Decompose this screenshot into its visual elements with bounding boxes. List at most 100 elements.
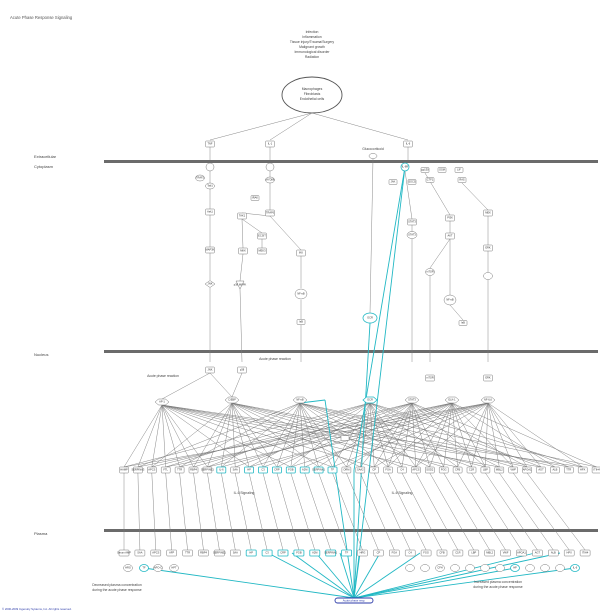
gene-nucleus-27-node[interactable]: MBL2: [494, 466, 505, 474]
gene-plasma-4-node[interactable]: TTR: [182, 549, 193, 557]
traf2-node[interactable]: TRAF2: [195, 174, 205, 182]
plasma-lower-left-2-node[interactable]: APO-C: [153, 564, 163, 572]
plasma-lower-left-3-node[interactable]: HPT: [169, 564, 179, 572]
nfkb-ikb-node[interactable]: NF-κB: [294, 288, 308, 300]
gene-plasma-15-node[interactable]: HRG: [357, 549, 368, 557]
jnk-n-node[interactable]: JNK: [205, 366, 215, 374]
myd88-node[interactable]: MYD88: [265, 176, 275, 184]
gene-plasma-11-node[interactable]: FGB: [293, 549, 305, 557]
gene-nucleus-29-node[interactable]: APOA1: [522, 466, 532, 474]
nfkb-2-node[interactable]: NF-κB: [443, 294, 457, 306]
ecsit-node[interactable]: ECSIT: [257, 232, 267, 240]
gene-plasma-22-node[interactable]: LBP: [468, 549, 480, 557]
gp130-node[interactable]: gp130: [420, 167, 430, 173]
osm-node[interactable]: OSM: [437, 167, 447, 173]
gene-plasma-1-node[interactable]: SAA: [134, 549, 146, 557]
elk-node[interactable]: ELK-1: [444, 396, 460, 404]
gene-plasma-5-node[interactable]: RBP4: [198, 549, 209, 557]
gene-plasma-23-node[interactable]: MBL2: [484, 549, 495, 557]
gene-plasma-14-node[interactable]: TF: [341, 549, 353, 557]
plasma-lower-left-1-node[interactable]: TF: [139, 564, 149, 572]
gene-nucleus-12-node[interactable]: FGB: [285, 466, 296, 474]
gene-plasma-17-node[interactable]: FGA: [389, 549, 400, 557]
mtor-n-node[interactable]: mTOR: [425, 374, 435, 382]
plasma-lower-right-3-node[interactable]: [450, 564, 460, 572]
gene-plasma-13-node[interactable]: SERPINA1: [324, 549, 338, 557]
stat3-n-node[interactable]: STAT3: [404, 396, 420, 404]
map3k-node[interactable]: MAP3K: [205, 246, 215, 254]
tnf-node[interactable]: TNF: [205, 140, 215, 148]
jnk-node[interactable]: JNK: [204, 280, 216, 288]
gene-plasma-7-node[interactable]: SAA: [230, 549, 241, 557]
nucleus-small-node-node[interactable]: [340, 435, 350, 441]
ctf1-node[interactable]: CTF1: [425, 177, 435, 183]
gene-plasma-29-node[interactable]: ITIH4: [579, 549, 591, 557]
mtor-node[interactable]: mTOR: [425, 268, 435, 276]
irak-node[interactable]: IRAK: [250, 195, 260, 201]
socs-node[interactable]: SOCS: [407, 179, 417, 185]
ikb-2-node[interactable]: IκB: [458, 320, 468, 326]
gene-nucleus-25-node[interactable]: C1R: [466, 466, 477, 474]
gene-nucleus-26-node[interactable]: LBP: [480, 466, 491, 474]
tnf-receptor-node[interactable]: [205, 162, 215, 172]
plasma-lower-left-0-node[interactable]: HRG: [123, 564, 133, 572]
gene-plasma-0-node[interactable]: Serum AMP: [117, 549, 131, 557]
mek3-node[interactable]: MEK3: [257, 247, 267, 255]
gene-nucleus-3-node[interactable]: FTL: [160, 466, 171, 474]
glucocorticoid-ligand-node[interactable]: [368, 153, 378, 159]
gene-nucleus-28-node[interactable]: VWF: [508, 466, 518, 474]
gene-nucleus-24-node[interactable]: CFB: [452, 466, 463, 474]
gene-plasma-19-node[interactable]: FGG: [420, 549, 432, 557]
plasma-lower-right-6-node[interactable]: [495, 564, 505, 572]
gene-nucleus-14-node[interactable]: SERPINA1: [312, 466, 326, 474]
p38-n-node[interactable]: p38: [237, 366, 247, 374]
nfil6-node[interactable]: NF-IL6: [480, 396, 496, 404]
gene-plasma-3-node[interactable]: AFP: [166, 549, 177, 557]
plasma-lower-right-8-node[interactable]: [525, 564, 535, 572]
plasma-lower-right-7-node[interactable]: HP: [510, 564, 520, 572]
mek-node[interactable]: MEK: [483, 209, 493, 217]
jak-node[interactable]: JAK: [388, 179, 398, 185]
gene-nucleus-4-node[interactable]: TTR: [174, 466, 185, 474]
gcr-n-node[interactable]: GCR: [362, 396, 378, 404]
gene-plasma-8-node[interactable]: HP: [245, 549, 257, 557]
gene-nucleus-2-node[interactable]: APCS: [147, 466, 157, 474]
gene-nucleus-11-node[interactable]: CRP: [271, 466, 282, 474]
gene-nucleus-7-node[interactable]: IL-6: [216, 466, 227, 474]
p38-mapk-node[interactable]: p38 MAPK: [234, 280, 247, 290]
gene-plasma-18-node[interactable]: C4: [404, 549, 416, 557]
gene-nucleus-18-node[interactable]: CP: [369, 466, 379, 474]
plasma-lower-right-4-node[interactable]: [465, 564, 475, 572]
akt-node[interactable]: AKT: [445, 232, 455, 240]
il6-node[interactable]: IL-6: [403, 140, 413, 148]
acute-phase-response-node[interactable]: [334, 597, 374, 604]
tab1-node[interactable]: Tab1: [205, 182, 215, 190]
gene-nucleus-33-node[interactable]: HPX: [577, 466, 588, 474]
gene-nucleus-20-node[interactable]: C4: [397, 466, 407, 474]
ask1-node[interactable]: Ask1: [205, 208, 215, 216]
gene-nucleus-30-node[interactable]: AGT: [536, 466, 546, 474]
gene-nucleus-13-node[interactable]: A2M: [299, 466, 310, 474]
gene-nucleus-15-node[interactable]: TF: [327, 466, 338, 474]
plasma-lower-right-5-node[interactable]: [480, 564, 490, 572]
gene-plasma-20-node[interactable]: CFB: [436, 549, 448, 557]
gene-plasma-28-node[interactable]: HPX: [563, 549, 575, 557]
lif-node[interactable]: LIF: [454, 167, 464, 173]
nfkb-n-node[interactable]: NF-κB: [292, 396, 308, 404]
gene-plasma-21-node[interactable]: C1R: [452, 549, 464, 557]
gene-plasma-10-node[interactable]: CRP: [277, 549, 289, 557]
plasma-lower-right-10-node[interactable]: [555, 564, 565, 572]
ikb-node[interactable]: IκB: [296, 319, 306, 325]
stat3-node[interactable]: STAT3: [407, 218, 417, 226]
gene-nucleus-16-node[interactable]: ORM: [341, 466, 352, 474]
gene-nucleus-34-node[interactable]: ITIH4: [591, 466, 600, 474]
plasma-lower-right-2-node[interactable]: CFH: [435, 564, 445, 572]
gene-nucleus-10-node[interactable]: C3: [258, 466, 268, 474]
gene-nucleus-21-node[interactable]: APCS: [411, 466, 421, 474]
gene-nucleus-19-node[interactable]: FGA: [383, 466, 393, 474]
ikk-node[interactable]: IKK: [296, 249, 306, 257]
gene-nucleus-17-node[interactable]: SAA2: [355, 466, 366, 474]
il1-node[interactable]: IL-1: [265, 140, 275, 148]
erk-p-node[interactable]: [483, 272, 493, 280]
gene-nucleus-23-node[interactable]: FGG: [438, 466, 449, 474]
